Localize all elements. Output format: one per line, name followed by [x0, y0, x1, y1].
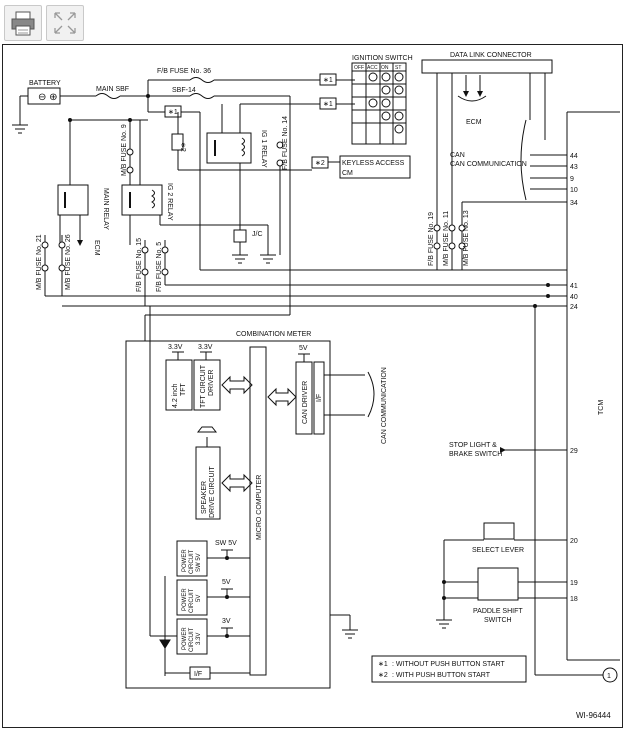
can-driver-label: CAN DRIVER [302, 381, 309, 424]
v5-mid-label: 5V [222, 579, 231, 586]
jc-label: J/C [252, 231, 263, 238]
ign-col-on: ON [381, 65, 389, 71]
main-sbf-label: MAIN SBF [96, 86, 129, 93]
v5-top-label: 5V [299, 345, 308, 352]
mb-fuse-9-label: M/B FUSE No. 9 [121, 124, 128, 176]
data-link-connector-label: DATA LINK CONNECTOR [450, 52, 532, 59]
battery-label: BATTERY [29, 80, 61, 87]
tft-label-1: 4.2 inch [172, 383, 179, 408]
tcm-pin-44: 44 [570, 153, 578, 160]
marker-2b: ∗2 [179, 142, 186, 152]
keyless-access-label: KEYLESS ACCESS [342, 160, 405, 167]
micro-computer-label: MICRO COMPUTER [256, 475, 263, 540]
diagram-frame [2, 44, 623, 728]
if-vert-label: I/F [316, 394, 323, 402]
marker-1c: ∗1 [168, 109, 178, 116]
marker-1a: ∗1 [323, 77, 333, 84]
pc-5v-label-3: 5V [196, 595, 202, 602]
ig1-relay-label: IG 1 RELAY [260, 130, 267, 168]
ign-col-st: ST [395, 65, 401, 71]
pc-5v-label-2: CIRCUIT [189, 588, 195, 613]
tcm-pin-29: 29 [570, 448, 578, 455]
marker-1b: ∗1 [323, 101, 333, 108]
ign-col-acc: ACC [367, 65, 378, 71]
tft-label-2: TFT [180, 382, 187, 396]
print-button[interactable] [4, 5, 42, 41]
stop-light-label-2: BRAKE SWITCH [449, 451, 502, 458]
mb-fuse-26-label: M/B FUSE No. 26 [65, 234, 72, 290]
keyless-access-cm-label: CM [342, 170, 353, 177]
fb-fuse-19-label: F/B FUSE No. 19 [428, 212, 435, 266]
pc-33-label-1: POWER [182, 627, 188, 650]
ig2-relay-label: IG 2 RELAY [166, 183, 173, 221]
paddle-shift-label-2: SWITCH [484, 617, 512, 624]
marker-2a: ∗2 [315, 160, 325, 167]
stop-light-label-1: STOP LIGHT & [449, 442, 497, 449]
if-bottom-label: I/F [194, 671, 202, 678]
tcm-pin-20: 20 [570, 538, 578, 545]
v33-a-label: 3.3V [168, 344, 183, 351]
figure-id: WI-96444 [576, 711, 611, 720]
tcm-pin-43: 43 [570, 164, 578, 171]
speaker-label-1: SPEAKER [201, 481, 208, 514]
tft-driver-label-1: TFT CIRCUIT [200, 364, 207, 408]
pc-sw5v-label-2: CIRCUIT [189, 549, 195, 574]
battery-terminals: ⊖ ⊕ [38, 92, 58, 103]
circle-reference: 1 [607, 673, 611, 680]
tcm-pin-19: 19 [570, 580, 578, 587]
tcm-pin-34: 34 [570, 200, 578, 207]
legend-mark-2: ∗2 [378, 672, 388, 679]
expand-icon [54, 12, 76, 34]
tcm-pin-9: 9 [570, 176, 574, 183]
fb-fuse-15-label: F/B FUSE No. 15 [136, 238, 143, 292]
paddle-shift-label-1: PADDLE SHIFT [473, 608, 523, 615]
mb-fuse-21-label: M/B FUSE No. 21 [36, 234, 43, 290]
ecm-top-label: ECM [466, 119, 482, 126]
pc-33-label-3: 3.3V [196, 633, 202, 645]
tcm-pin-40: 40 [570, 294, 578, 301]
legend-text-2: : WITH PUSH BUTTON START [392, 672, 491, 679]
tcm-pin-24: 24 [570, 304, 578, 311]
printer-icon [11, 11, 35, 36]
pc-sw5v-label-1: POWER [182, 549, 188, 572]
legend-text-1: : WITHOUT PUSH BUTTON START [392, 661, 505, 668]
can-communication-mid-label: CAN COMMUNICATION [381, 367, 388, 444]
toolbar [0, 0, 626, 44]
combination-meter-label: COMBINATION METER [236, 331, 311, 338]
v3-low-label: 3V [222, 618, 231, 625]
v33-b-label: 3.3V [198, 344, 213, 351]
tcm-pin-41: 41 [570, 283, 578, 290]
mb-fuse-11-label: M/B FUSE No. 11 [443, 211, 450, 266]
legend-mark-1: ∗1 [378, 661, 388, 668]
ignition-switch-label: IGNITION SWITCH [352, 55, 413, 62]
ign-col-off: OFF [354, 65, 364, 71]
tcm-pin-10: 10 [570, 187, 578, 194]
can-communication-top: CAN [450, 152, 465, 159]
pc-33-label-2: CIRCUIT [189, 627, 195, 652]
fb-fuse-36-label: F/B FUSE No. 36 [157, 68, 211, 75]
fb-fuse-5-label: F/B FUSE No. 5 [156, 242, 163, 292]
ecm-mid-label: ECM [93, 240, 100, 256]
tcm-pin-18: 18 [570, 596, 578, 603]
pc-sw5v-label-3: SW 5V [196, 553, 202, 572]
tft-driver-label-2: DRIVER [208, 370, 215, 396]
main-relay-label: MAIN RELAY [102, 188, 109, 230]
mb-fuse-13-label: M/B FUSE No. 13 [463, 210, 470, 266]
tcm-label: TCM [598, 400, 605, 415]
fb-fuse-14-label: F/B FUSE No. 14 [282, 116, 289, 170]
pc-5v-label-1: POWER [182, 588, 188, 611]
sw5v-label: SW 5V [215, 540, 237, 547]
speaker-label-2: DRIVE CIRCUIT [209, 466, 216, 518]
sbf-14-label: SBF-14 [172, 87, 196, 94]
select-lever-label: SELECT LEVER [472, 547, 524, 554]
can-communication-top-label: CAN COMMUNICATION [450, 161, 527, 168]
expand-button[interactable] [46, 5, 84, 41]
